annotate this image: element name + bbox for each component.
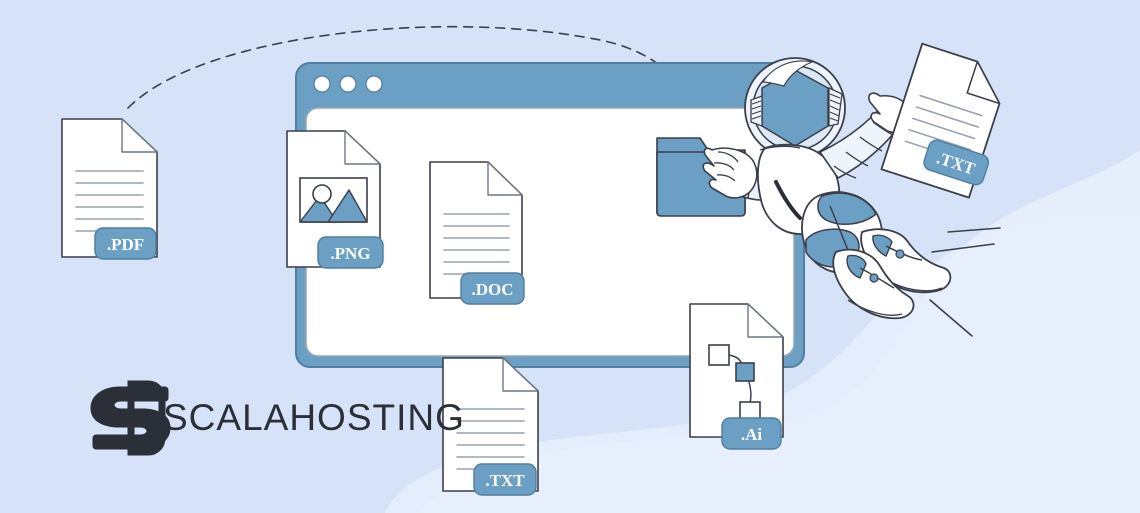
file-doc-sheet — [429, 161, 523, 299]
background-blob-2 — [385, 210, 1140, 513]
motion-lines — [929, 227, 1001, 337]
image-thumbnail-icon — [299, 177, 368, 223]
file-doc-fold — [487, 161, 523, 196]
file-txt-bottom-text-lines — [456, 408, 525, 470]
file-doc-badge-label: .DOC — [471, 280, 513, 299]
file-png-badge: .PNG — [317, 236, 384, 269]
file-ai-fold — [747, 303, 784, 338]
window-dot-2[interactable] — [339, 75, 357, 93]
brand-wordmark: SCALAHOSTING — [163, 397, 465, 438]
file-png-fold — [344, 130, 381, 165]
file-ai-badge: .Ai — [721, 417, 782, 450]
file-doc-text-lines — [443, 213, 510, 275]
file-txt-held-text-lines — [904, 94, 983, 163]
boot-back-band — [872, 234, 893, 257]
file-png-badge-label: .PNG — [330, 244, 370, 263]
file-pdf-fold — [121, 118, 158, 153]
torso-strap — [774, 180, 802, 220]
file-doc-badge: .DOC — [460, 272, 525, 305]
vector-path-icon — [708, 344, 761, 423]
astronaut-helmet — [744, 57, 846, 159]
window-dot-1[interactable] — [313, 75, 331, 93]
file-ai-badge-label: .Ai — [741, 425, 763, 444]
boot-front-band — [846, 254, 867, 279]
file-txt-held-badge: .TXT — [923, 139, 990, 186]
file-pdf-badge: .PDF — [94, 227, 157, 260]
helmet-highlight — [761, 60, 815, 87]
file-pdf-badge-label: .PDF — [107, 235, 144, 254]
file-txt-bottom-fold — [502, 357, 539, 392]
window-dot-3[interactable] — [365, 75, 383, 93]
leg-band-upper — [817, 192, 877, 226]
file-ai-sheet — [689, 303, 784, 438]
file-png-sheet — [286, 130, 381, 268]
scalahosting-s-logo — [90, 380, 171, 456]
file-txt-bottom-sheet — [442, 357, 539, 492]
astronaut-hand-pushing — [702, 147, 758, 199]
file-txt-bottom-badge: .TXT — [473, 463, 537, 496]
file-txt-held-fold — [966, 60, 1001, 105]
astronaut-legs — [801, 191, 952, 320]
file-txt-bottom-badge-label: .TXT — [485, 471, 525, 490]
